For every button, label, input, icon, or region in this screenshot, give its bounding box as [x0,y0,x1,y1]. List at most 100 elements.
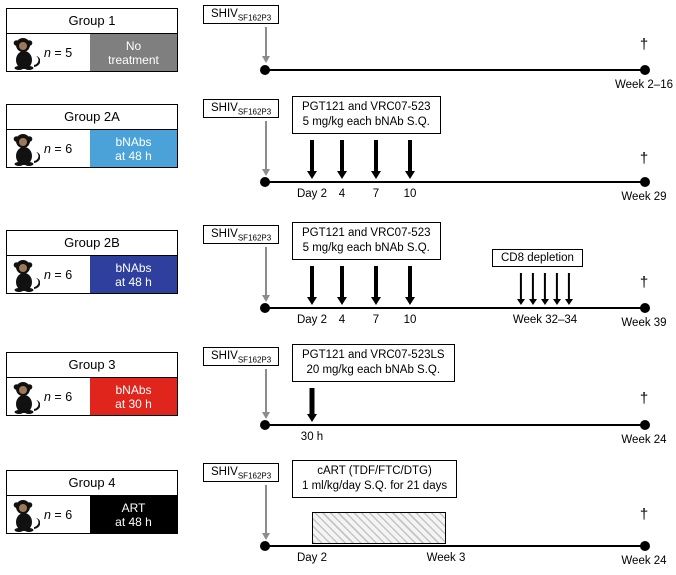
sample-size: n = 5 [44,45,73,60]
timeline [260,65,650,75]
group-title: Group 1 [6,8,178,34]
timeline-start-dot [260,420,270,430]
challenge-box: SHIVSF162P3 [203,347,280,367]
dose-day-label: 7 [372,314,380,326]
monkey-cell: n = 6 [7,496,90,533]
dose-arrow-icon [305,140,319,179]
dose-day-label: 10 [403,314,417,326]
dose-day-label: 7 [372,188,380,200]
dose-day-label: Day 2 [296,314,328,326]
monkey-cell: n = 6 [7,256,90,293]
bar-end-label: Week 3 [426,552,466,564]
challenge-arrow-icon [259,485,273,540]
dose-day-label: 4 [338,314,346,326]
monkey-icon [10,498,40,532]
challenge-box: SHIVSF162P3 [203,463,280,483]
cd8-arrow-icon [538,273,552,305]
group-title: Group 2A [6,104,178,130]
timeline [260,420,650,430]
end-week-label: Week 29 [621,191,667,203]
timeline-start-dot [260,177,270,187]
monkey-cell: n = 6 [7,130,90,167]
group-title: Group 4 [6,470,178,496]
sample-size: n = 6 [44,507,73,522]
timeline-start-dot [260,65,270,75]
cd8-arrow-icon [514,273,528,305]
timeline-start-dot [260,541,270,551]
challenge-arrow-icon [259,247,273,302]
bar-start-label: Day 2 [296,552,328,564]
monkey-icon [10,132,40,166]
challenge-arrow-icon [259,369,273,419]
dose-day-label: 10 [403,188,417,200]
dose-day-label: Day 2 [296,188,328,200]
cd8-arrow-icon [526,273,540,305]
timeline-end-dot [640,177,650,187]
necropsy-dagger-icon: † [639,274,649,291]
challenge-box: SHIVSF162P3 [203,99,280,119]
art-treatment-bar [312,512,446,544]
challenge-arrow-icon [259,27,273,63]
timeline-start-dot [260,303,270,313]
timeline [260,303,650,313]
necropsy-dagger-icon: † [639,36,649,53]
monkey-icon [10,258,40,292]
monkey-icon [10,380,40,414]
end-week-label: Week 39 [621,317,667,329]
monkey-cell: n = 6 [7,378,90,415]
challenge-box: SHIVSF162P3 [203,5,280,25]
dose-arrow-icon [305,388,319,422]
cd8-arrow-icon [562,273,576,305]
timeline-end-dot [640,541,650,551]
cd8-week-label: Week 32–34 [512,314,578,326]
dose-day-label: 4 [338,188,346,200]
challenge-arrow-icon [259,121,273,176]
group-title: Group 2B [6,230,178,256]
monkey-cell: n = 5 [7,34,90,71]
timeline-end-dot [640,65,650,75]
end-week-label: Week 24 [621,434,667,446]
dose-arrow-icon [403,140,417,179]
dose-arrow-icon [335,140,349,179]
end-week-label: Week 24 [621,555,667,567]
necropsy-dagger-icon: † [639,506,649,523]
sample-size: n = 6 [44,389,73,404]
timeline-end-dot [640,420,650,430]
dose-arrow-icon [369,266,383,305]
cd8-depletion-box: CD8 depletion [492,249,583,267]
challenge-box: SHIVSF162P3 [203,225,280,245]
dose-arrow-icon [305,266,319,305]
timeline [260,177,650,187]
timeline [260,541,650,551]
dose-day-label: 30 h [300,431,324,443]
monkey-icon [10,36,40,70]
necropsy-dagger-icon: † [639,390,649,407]
end-week-label: Week 2–16 [615,79,673,91]
cd8-arrow-icon [550,273,564,305]
dose-arrow-icon [335,266,349,305]
sample-size: n = 6 [44,267,73,282]
necropsy-dagger-icon: † [639,150,649,167]
dose-arrow-icon [369,140,383,179]
timeline-end-dot [640,303,650,313]
sample-size: n = 6 [44,141,73,156]
